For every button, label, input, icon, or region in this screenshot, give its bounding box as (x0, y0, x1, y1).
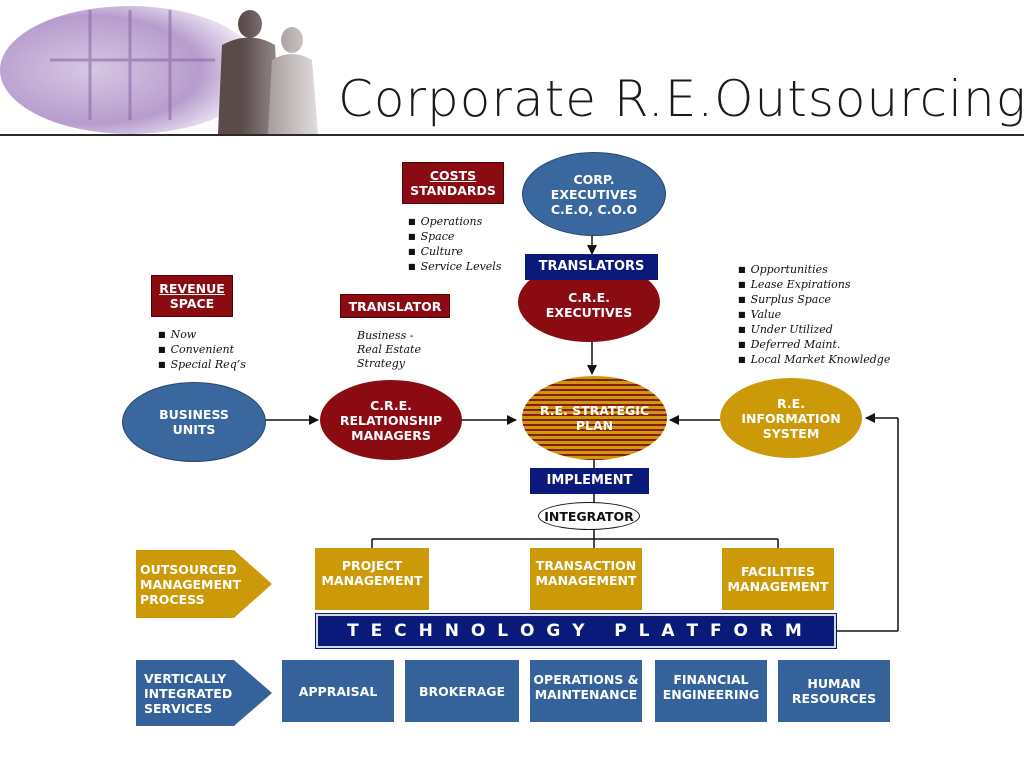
translator-box: TRANSLATOR (340, 294, 450, 318)
arrow-line: OUTSOURCED (140, 561, 237, 577)
box-line: MANAGEMENT (727, 579, 829, 594)
box-line: HUMAN (807, 676, 861, 691)
arrow-line: SERVICES (144, 700, 213, 716)
technology-platform-bar: T E C H N O L O G Y P L A T F O R M (316, 614, 836, 648)
node-line: C.R.E. (370, 397, 412, 413)
cre-exec-line: EXECUTIVES (545, 305, 633, 320)
node-line: RELATIONSHIP (339, 412, 443, 428)
box-line: MAINTENANCE (534, 687, 638, 702)
list-item: Now (158, 328, 246, 343)
arrow-line: VERTICALLY (144, 670, 227, 686)
list-item: Value (738, 308, 890, 323)
header-divider (0, 134, 1024, 136)
node-line: BUSINESS (159, 407, 229, 422)
box-line: FACILITIES (741, 564, 815, 579)
standards-label: STANDARDS (410, 183, 496, 198)
costs-bullet-list: Operations Space Culture Service Levels (408, 215, 502, 275)
financial-engineering-box: FINANCIAL ENGINEERING (655, 660, 767, 722)
cre-relationship-managers-node: C.R.E. RELATIONSHIP MANAGERS (320, 380, 462, 460)
box-line: RESOURCES (791, 691, 877, 706)
list-item: Culture (408, 245, 501, 260)
project-management-box: PROJECT MANAGEMENT (315, 548, 429, 610)
list-item: Space (408, 230, 501, 245)
node-line: SYSTEM (762, 425, 820, 441)
transaction-management-box: TRANSACTION MANAGEMENT (530, 548, 642, 610)
header-photo (0, 0, 345, 134)
operations-maintenance-box: OPERATIONS & MAINTENANCE (530, 660, 642, 722)
list-item: Operations (408, 215, 501, 230)
node-line: MANAGERS (351, 427, 431, 443)
box-line: PROJECT (341, 558, 403, 573)
list-item: Surplus Space (738, 293, 890, 308)
node-line: R.E. (777, 395, 805, 411)
implement-label: IMPLEMENT (530, 468, 649, 494)
corp-exec-line: C.E.O, C.O.O (550, 201, 638, 217)
note-line: Strategy (357, 357, 405, 370)
corp-executives-node: CORP. EXECUTIVES C.E.O, C.O.O (522, 152, 666, 236)
box-line: OPERATIONS & (533, 672, 639, 687)
box-line: BROKERAGE (418, 683, 506, 699)
box-line: APPRAISAL (298, 683, 378, 699)
list-item: Deferred Maint. (738, 338, 890, 353)
page-title: Corporate R.E.Outsourcing (338, 70, 1024, 128)
box-line: MANAGEMENT (321, 573, 423, 588)
list-item: Lease Expirations (738, 278, 890, 293)
re-information-system-node: R.E. INFORMATION SYSTEM (720, 378, 862, 458)
business-units-node: BUSINESS UNITS (122, 382, 266, 462)
space-label: SPACE (169, 296, 215, 311)
node-line: INFORMATION (741, 410, 841, 426)
cre-exec-line: C.R.E. (568, 290, 610, 305)
list-item: Under Utilized (738, 323, 890, 338)
facilities-management-box: FACILITIES MANAGEMENT (722, 548, 834, 610)
list-item: Local Market Knowledge (738, 353, 891, 368)
list-item: Opportunities (738, 263, 890, 278)
translator-note: Business - Real Estate Strategy (357, 329, 421, 371)
node-line: UNITS (172, 422, 216, 437)
node-line: PLAN (575, 418, 614, 433)
arrow-line: PROCESS (140, 591, 205, 607)
human-resources-box: HUMAN RESOURCES (778, 660, 890, 722)
corp-exec-line: EXECUTIVES (550, 186, 638, 202)
appraisal-box: APPRAISAL (282, 660, 394, 722)
translators-label: TRANSLATORS (525, 254, 658, 280)
list-item: Convenient (158, 343, 246, 358)
arrow-line: INTEGRATED (144, 685, 233, 701)
opportunities-bullet-list: Opportunities Lease Expirations Surplus … (738, 263, 891, 368)
box-line: FINANCIAL (673, 672, 749, 687)
list-item: Service Levels (408, 260, 502, 275)
brokerage-box: BROKERAGE (405, 660, 519, 722)
node-line: R.E. STRATEGIC (539, 403, 650, 418)
arrow-line: MANAGEMENT (140, 576, 242, 592)
costs-standards-box: COSTS STANDARDS (402, 162, 504, 204)
revenue-space-box: REVENUE SPACE (151, 275, 233, 317)
revenue-label: REVENUE (159, 281, 225, 296)
re-strategic-plan-node: R.E. STRATEGIC PLAN (522, 376, 667, 460)
list-item: Special Req’s (158, 358, 246, 373)
box-line: TRANSACTION (535, 558, 637, 573)
note-line: Business - (357, 329, 414, 342)
box-line: MANAGEMENT (535, 573, 637, 588)
costs-label: COSTS (429, 168, 477, 183)
revenue-bullet-list: Now Convenient Special Req’s (158, 328, 246, 373)
note-line: Real Estate (357, 343, 421, 356)
integrator-node: INTEGRATOR (538, 502, 640, 530)
corp-exec-line: CORP. (573, 171, 615, 187)
box-line: ENGINEERING (662, 687, 760, 702)
